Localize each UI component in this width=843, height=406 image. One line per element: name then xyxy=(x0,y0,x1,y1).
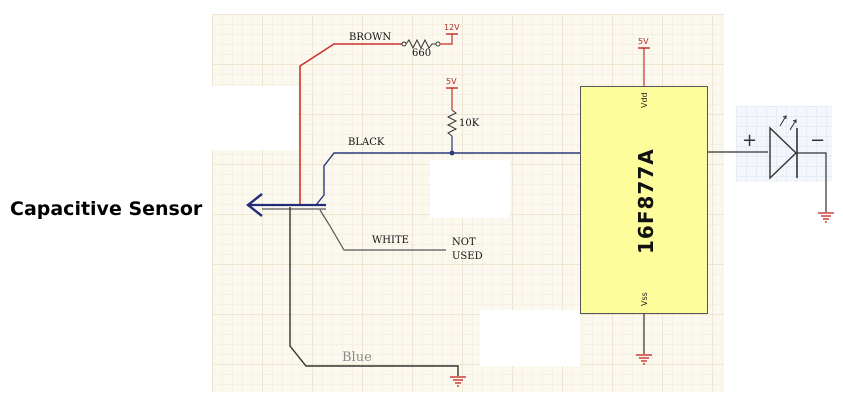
brown-wire xyxy=(299,43,404,205)
not-used-label-line2: USED xyxy=(452,251,483,262)
grid-gap xyxy=(480,310,580,366)
black-wire xyxy=(315,152,580,206)
ground-symbol-blue xyxy=(450,376,466,387)
sensor-label: Capacitive Sensor xyxy=(10,198,203,220)
white-wire xyxy=(319,209,446,251)
vdd-pin-label: Vdd xyxy=(640,92,649,108)
resistor-10k xyxy=(446,109,458,137)
led-diode xyxy=(769,126,798,180)
supply-5v-vdd-label: 5V xyxy=(638,37,649,46)
ground-symbol-chip xyxy=(636,354,652,365)
ground-symbol-led xyxy=(818,212,834,223)
blue-wire-label: Blue xyxy=(342,350,372,365)
resistor-660-label: 660 xyxy=(412,48,432,59)
led-minus-label: − xyxy=(810,130,826,151)
black-wire-label: BLACK xyxy=(348,137,385,148)
chip-name: 16F877A xyxy=(634,148,658,254)
grid-gap xyxy=(212,86,298,150)
cable-arrow-head xyxy=(246,193,263,217)
supply-12v xyxy=(440,34,453,45)
blue-wire xyxy=(289,207,459,376)
resistor-10k-label: 10K xyxy=(459,118,480,129)
white-wire-label: WHITE xyxy=(372,235,409,246)
grid-gap xyxy=(430,160,510,218)
vss-pin-label: Vss xyxy=(640,292,649,306)
brown-wire-label: BROWN xyxy=(349,32,392,43)
supply-5v-pullup-label: 5V xyxy=(446,77,457,86)
not-used-label-line1: NOT xyxy=(452,237,476,248)
microcontroller-chip xyxy=(580,86,708,314)
resistor-660 xyxy=(405,38,436,50)
supply-12v-label: 12V xyxy=(444,23,460,32)
led-cathode-wire xyxy=(797,152,827,212)
led-plus-label: + xyxy=(742,130,758,151)
